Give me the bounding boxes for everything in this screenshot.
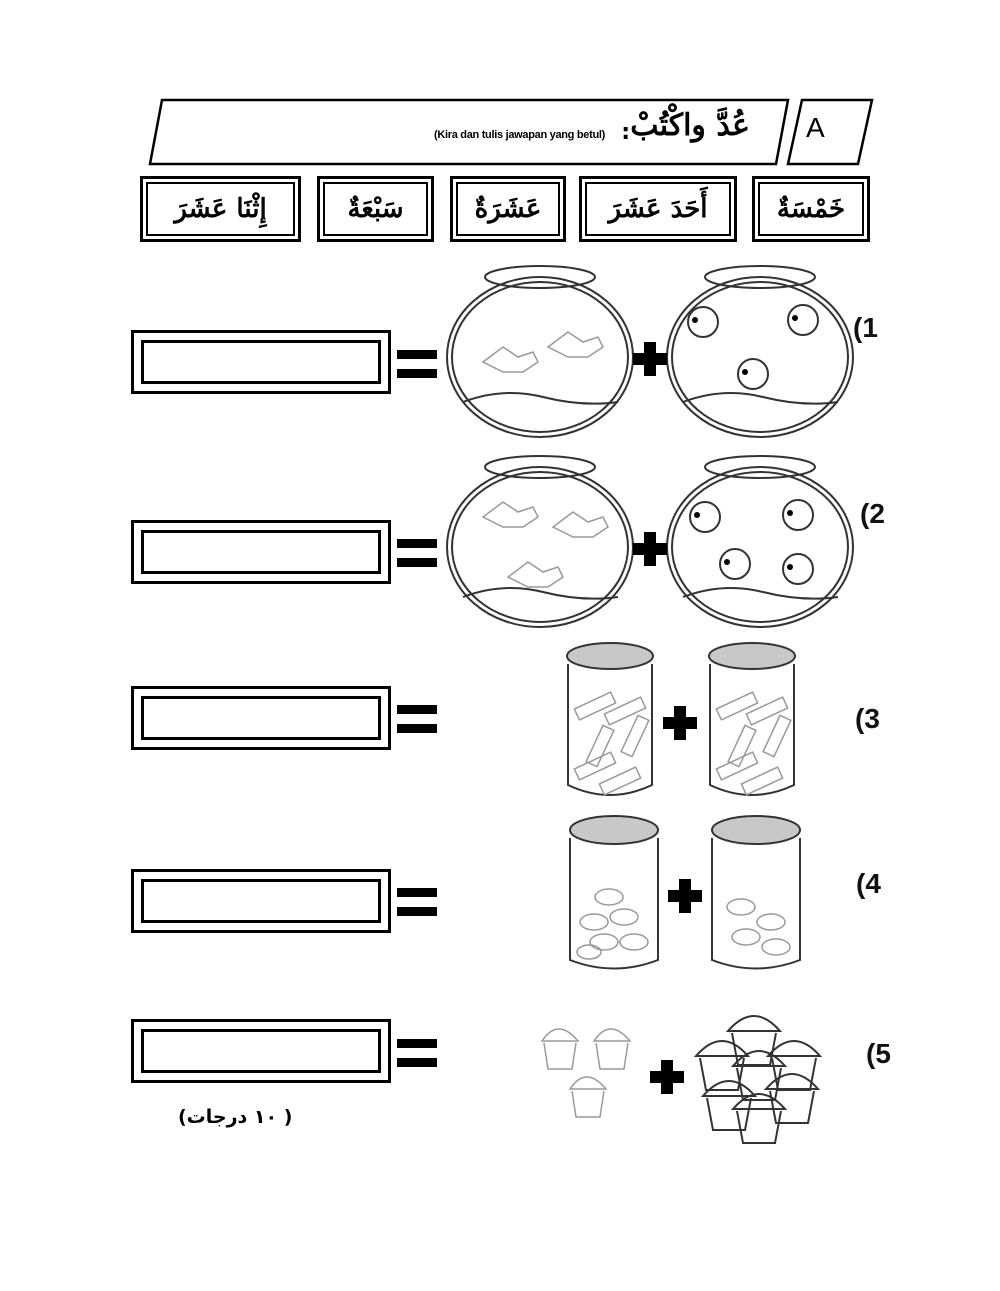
marks-label: ( ١٠ درجات) — [178, 1106, 293, 1128]
word-label: سَبْعَةٌ — [347, 194, 404, 224]
section-label: A — [784, 98, 874, 166]
answer-input-1[interactable] — [146, 345, 374, 381]
equals-icon — [397, 350, 437, 380]
word-label: إِثْنَا عَشَرَ — [174, 194, 267, 224]
plus-icon — [668, 879, 702, 913]
fishbowl-icon — [446, 265, 634, 438]
instruction-colon: : — [621, 120, 630, 145]
plus-icon — [633, 532, 667, 566]
instruction-title: عُدَّ واكْتُبْ — [630, 108, 750, 143]
answer-box-5[interactable] — [131, 1019, 391, 1083]
answer-input-3[interactable] — [146, 701, 374, 737]
equals-icon — [397, 888, 437, 918]
instruction-subtitle: (Kira dan tulis jawapan yang betul) — [433, 129, 605, 141]
answer-box-3[interactable] — [131, 686, 391, 750]
question-number: (1 — [853, 312, 878, 343]
candy-jar-icon — [711, 815, 801, 970]
word-label: عَشَرَةٌ — [474, 194, 542, 224]
section-frame — [786, 98, 874, 166]
fishbowl-icon — [666, 265, 854, 438]
cupcake-group-5 — [540, 1015, 823, 1144]
fishbowl-icon — [446, 455, 634, 628]
word-bank-item[interactable]: سَبْعَةٌ — [317, 176, 434, 242]
section-letter: A — [806, 112, 825, 143]
word-label: خَمْسَةٌ — [776, 194, 846, 224]
candy-jar-icon — [569, 815, 659, 970]
question-number: (2 — [860, 498, 885, 529]
plus-icon — [663, 706, 697, 740]
fishbowl-icon — [666, 455, 854, 628]
answer-input-4[interactable] — [146, 884, 374, 920]
cupcake-icon — [540, 1028, 632, 1118]
cupcake-icon — [693, 1015, 823, 1144]
answer-box-2[interactable] — [131, 520, 391, 584]
answer-input-5[interactable] — [146, 1034, 374, 1070]
question-number: (5 — [866, 1038, 891, 1069]
sweet-jar-pair-4 — [569, 815, 801, 970]
equals-icon — [397, 1039, 437, 1069]
equals-icon — [397, 539, 437, 569]
candy-jar-pair-3 — [566, 642, 796, 796]
answer-input-2[interactable] — [146, 535, 374, 571]
candy-jar-icon — [708, 642, 796, 796]
plus-icon — [650, 1060, 684, 1094]
plus-icon — [633, 342, 667, 376]
instruction-banner: عُدَّ واكْتُبْ : (Kira dan tulis jawapan… — [148, 98, 790, 166]
word-bank-item[interactable]: عَشَرَةٌ — [450, 176, 566, 242]
banner-frame — [148, 98, 790, 166]
answer-box-4[interactable] — [131, 869, 391, 933]
question-number: (3 — [855, 703, 880, 734]
word-bank-item[interactable]: خَمْسَةٌ — [752, 176, 870, 242]
equals-icon — [397, 705, 437, 735]
answer-box-1[interactable] — [131, 330, 391, 394]
word-bank-item[interactable]: إِثْنَا عَشَرَ — [140, 176, 301, 242]
candy-jar-icon — [566, 642, 654, 796]
word-bank-item[interactable]: أَحَدَ عَشَرَ — [579, 176, 737, 242]
question-number: (4 — [856, 868, 881, 899]
word-label: أَحَدَ عَشَرَ — [608, 194, 708, 224]
fishbowl-pair-2 — [446, 455, 854, 628]
